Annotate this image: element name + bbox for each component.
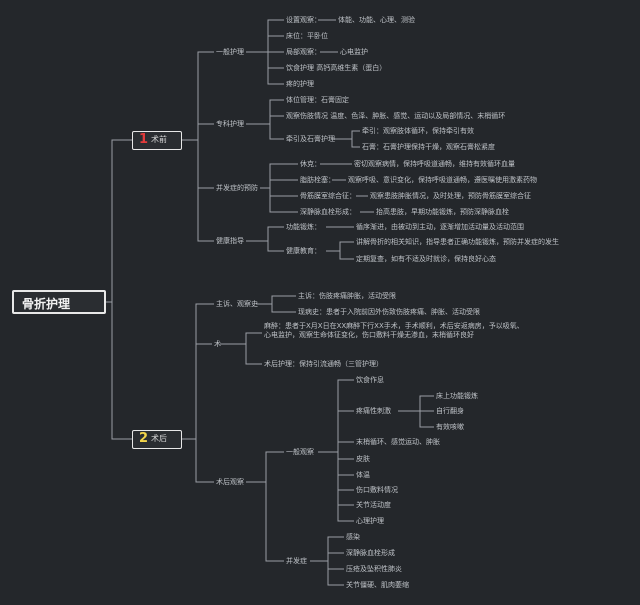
subgroup-complications[interactable]: 并发症	[286, 557, 307, 565]
detail[interactable]: 循序渐进，由被动到主动，逐渐增加活动量及活动范围	[356, 223, 524, 231]
detail[interactable]: 石膏：石膏护理保持干燥，观察石膏松紧度	[362, 143, 495, 151]
detail[interactable]: 体能、功能、心理、测验	[338, 16, 415, 24]
item[interactable]: 主诉：伤肢疼痛肿胀，活动受限	[298, 292, 396, 300]
group-surgery[interactable]: 术	[214, 340, 221, 348]
item[interactable]: 疼的护理	[286, 80, 314, 88]
item[interactable]: 疼痛性刺激	[356, 407, 391, 415]
item[interactable]: 体温	[356, 471, 370, 479]
item[interactable]: 观察伤肢情况 温度、色泽、肿胀、感觉、运动以及局部情况、末梢循环	[286, 112, 506, 120]
item[interactable]: 床位：平卧位	[286, 32, 328, 40]
item[interactable]: 脂肪栓塞：	[300, 176, 335, 184]
group-complication-prevention[interactable]: 并发症的预防	[216, 184, 258, 192]
item[interactable]: 休克：	[300, 160, 321, 168]
detail[interactable]: 心电监护	[340, 48, 368, 56]
surgery-paragraph: 麻醉：患者于X月X日在XX麻醉下行XX手术，手术顺利，术后安返病房，予以吸氧、心…	[264, 322, 524, 339]
item[interactable]: 感染	[346, 533, 360, 541]
pain-detail[interactable]: 有效咳嗽	[436, 423, 464, 431]
item[interactable]: 关节僵硬、肌肉萎缩	[346, 581, 409, 589]
item[interactable]: 伤口敷料情况	[356, 486, 398, 494]
item[interactable]: 饮食作息	[356, 376, 384, 384]
item[interactable]: 深静脉血栓形成	[346, 549, 395, 557]
group-general-care[interactable]: 一般护理	[216, 48, 244, 56]
pain-detail[interactable]: 自行翻身	[436, 407, 464, 415]
pain-detail[interactable]: 床上功能锻炼	[436, 392, 478, 400]
detail[interactable]: 观察患肢肿胀情况，及时处理，预防骨筋膜室综合征	[370, 192, 531, 200]
group-health-guidance[interactable]: 健康指导	[216, 237, 244, 245]
detail[interactable]: 抬高患肢，早期功能锻炼，预防深静脉血栓	[376, 208, 509, 216]
detail[interactable]: 观察呼吸、意识变化，保持呼吸道通畅，遵医嘱使用激素药物	[348, 176, 537, 184]
item[interactable]: 末梢循环、感觉运动、肿胀	[356, 438, 440, 446]
item[interactable]: 设置观察：	[286, 16, 321, 24]
branch-number: 2	[139, 431, 149, 446]
group-specialist-care[interactable]: 专科护理	[216, 120, 244, 128]
item[interactable]: 现病史：患者于入院前因外伤致伤肢疼痛、肿胀、活动受限	[298, 308, 480, 316]
item[interactable]: 健康教育：	[286, 247, 321, 255]
detail[interactable]: 讲解骨折的相关知识，指导患者正确功能锻炼，预防并发症的发生	[356, 238, 559, 246]
detail[interactable]: 定期复查，如有不适及时就诊，保持良好心态	[356, 255, 496, 263]
item[interactable]: 深静脉血栓形成：	[300, 208, 356, 216]
item[interactable]: 体位管理：石膏固定	[286, 96, 349, 104]
item[interactable]: 饮食护理 高钙高维生素（蛋白）	[286, 64, 387, 72]
item[interactable]: 牵引及石膏护理	[286, 135, 335, 143]
item[interactable]: 局部观察：	[286, 48, 321, 56]
item[interactable]: 皮肤	[356, 455, 370, 463]
branch-number: 1	[139, 132, 149, 147]
item[interactable]: 心理护理	[356, 517, 384, 525]
item[interactable]: 骨筋膜室综合征：	[300, 192, 356, 200]
item[interactable]: 关节活动度	[356, 501, 391, 509]
group-history[interactable]: 主诉、观察史	[216, 300, 258, 308]
detail[interactable]: 牵引：观察肢体循环，保持牵引有效	[362, 127, 474, 135]
subgroup-general-observation[interactable]: 一般观察	[286, 448, 314, 456]
item[interactable]: 术后护理：保持引流通畅（三管护理）	[264, 360, 383, 368]
detail[interactable]: 密切观察病情，保持呼吸道通畅，维持有效循环血量	[354, 160, 515, 168]
item[interactable]: 功能锻炼：	[286, 223, 321, 231]
group-postop-observation[interactable]: 术后观察	[216, 478, 244, 486]
branch-label: 术前	[151, 135, 168, 144]
root-node[interactable]: 骨折护理	[12, 290, 106, 314]
item[interactable]: 压疮及坠积性肺炎	[346, 565, 402, 573]
branch-label: 术后	[151, 434, 168, 443]
